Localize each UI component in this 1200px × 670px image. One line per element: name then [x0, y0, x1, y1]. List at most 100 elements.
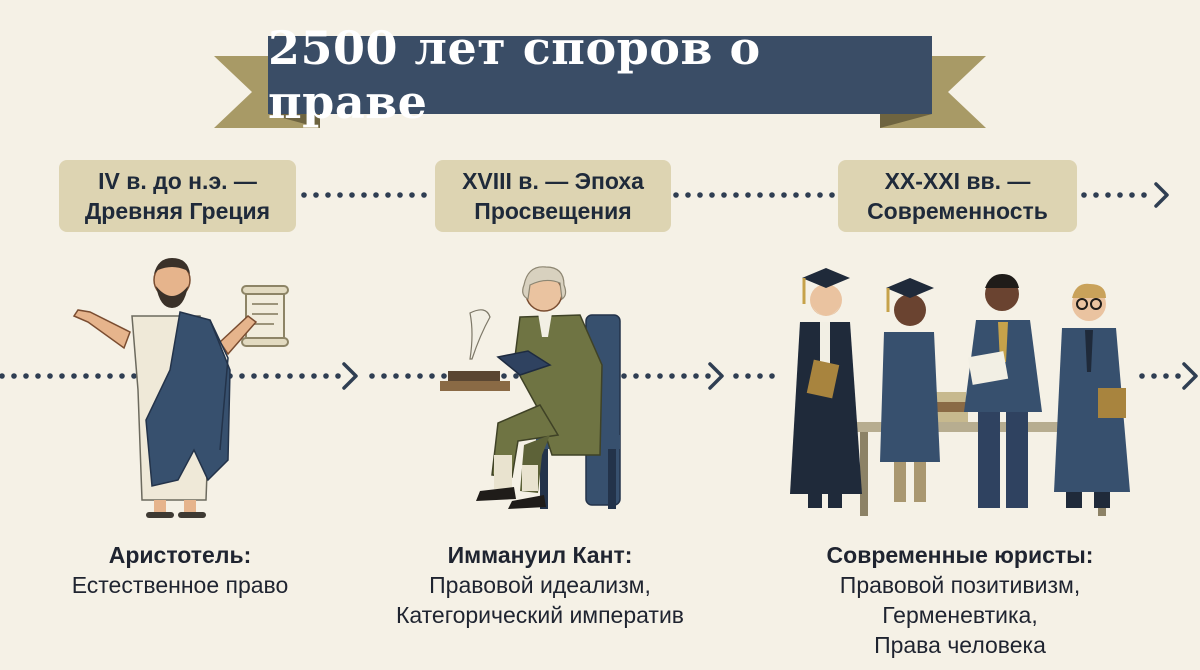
ribbon-left-fold: [268, 114, 320, 128]
timeline-dot: [397, 192, 403, 198]
figure-name: Иммануил Кант:: [447, 542, 633, 568]
figure-idea: Правовой позитивизм,: [839, 572, 1081, 598]
timeline-dot: [1163, 373, 1169, 379]
era-label-line1: IV в. до н.э. —: [98, 168, 257, 194]
timeline-dot: [805, 192, 811, 198]
timeline-dot: [11, 373, 17, 379]
timeline-dot: [323, 373, 329, 379]
figure-name: Аристотель:: [108, 542, 252, 568]
modern-jurists-illustration: [790, 268, 1130, 516]
timeline-dot: [733, 192, 739, 198]
era-label-line1: XX-XXI вв. —: [884, 168, 1031, 194]
top-dotted-line-3: [1081, 192, 1147, 198]
mid-arrow-head-3: [1182, 362, 1198, 390]
timeline-dot: [721, 192, 727, 198]
mid-dotted-line-3: [733, 373, 775, 379]
era-box-ancient-greece: IV в. до н.э. — Древняя Греция: [59, 160, 296, 232]
figure-idea: Естественное право: [71, 572, 289, 598]
timeline-dot: [313, 192, 319, 198]
graduate-figure: [880, 278, 940, 502]
timeline-dot: [769, 192, 775, 198]
timeline-dot: [781, 192, 787, 198]
top-dotted-line-2: [673, 192, 835, 198]
timeline-dot: [757, 373, 763, 379]
timeline-dot: [299, 373, 305, 379]
professor-figure: [790, 268, 862, 508]
timeline-dot: [405, 373, 411, 379]
mid-arrow-head-1: [342, 362, 358, 390]
timeline-dot: [47, 373, 53, 379]
timeline-dot: [373, 192, 379, 198]
scroll-icon: [241, 285, 289, 347]
timeline-dot: [685, 192, 691, 198]
page-title: 2500 лет споров о праве: [268, 21, 761, 129]
timeline-dot: [381, 373, 387, 379]
caption-modern-jurists: Современные юристы: Правовой позитивизм,…: [790, 540, 1130, 660]
timeline-dot: [325, 192, 331, 198]
era-label-line2: Просвещения: [474, 198, 632, 224]
timeline-dot: [23, 373, 29, 379]
timeline-dot: [745, 373, 751, 379]
caption-kant: Иммануил Кант: Правовой идеализм, Катего…: [360, 540, 720, 630]
timeline-dot: [1141, 192, 1147, 198]
timeline-dot: [757, 192, 763, 198]
timeline-dot: [1175, 373, 1181, 379]
timeline-dot: [705, 373, 711, 379]
timeline-dot: [1151, 373, 1157, 379]
timeline-dot: [1117, 192, 1123, 198]
timeline-dot: [335, 373, 341, 379]
ribbon-right-fold: [880, 114, 932, 128]
top-arrow-head: [1154, 182, 1169, 208]
timeline-dot: [681, 373, 687, 379]
aristotle-illustration: [72, 258, 289, 518]
timeline-dot: [1081, 192, 1087, 198]
timeline-dot: [1129, 192, 1135, 198]
mid-arrow-head-2: [708, 362, 724, 390]
era-box-modern: XX-XXI вв. — Современность: [838, 160, 1077, 232]
timeline-dot: [1139, 373, 1145, 379]
era-label-line2: Древняя Греция: [84, 198, 271, 224]
kant-illustration: [440, 266, 621, 509]
timeline-dot: [385, 192, 391, 198]
timeline-dot: [1105, 192, 1111, 198]
timeline-dot: [0, 373, 5, 379]
timeline-dot: [349, 192, 355, 198]
timeline-dot: [35, 373, 41, 379]
timeline-dot: [697, 192, 703, 198]
ribbon-banner: [268, 36, 932, 114]
timeline-dot: [645, 373, 651, 379]
figure-idea: Правовой идеализм,: [429, 572, 651, 598]
timeline-dot: [745, 192, 751, 198]
figure-idea: Права человека: [874, 632, 1046, 658]
timeline-dot: [337, 192, 343, 198]
timeline-dot: [769, 373, 775, 379]
timeline-dot: [733, 373, 739, 379]
timeline-dot: [1093, 192, 1099, 198]
era-box-enlightenment: XVIII в. — Эпоха Просвещения: [435, 160, 671, 232]
timeline-dot: [793, 192, 799, 198]
era-label-line2: Современность: [867, 198, 1048, 224]
timeline-dot: [673, 192, 679, 198]
title-ribbon: [214, 36, 986, 128]
caption-aristotle: Аристотель: Естественное право: [40, 540, 320, 600]
mid-dotted-line-4: [1139, 373, 1181, 379]
era-label-line1: XVIII в. — Эпоха: [462, 168, 644, 194]
timeline-dot: [301, 192, 307, 198]
timeline-dot: [311, 373, 317, 379]
timeline-dot: [361, 192, 367, 198]
timeline-dot: [693, 373, 699, 379]
top-dotted-line-1: [301, 192, 427, 198]
timeline-dot: [709, 192, 715, 198]
timeline-dot: [393, 373, 399, 379]
timeline-dot: [409, 192, 415, 198]
young-lawyer-figure: [1054, 283, 1130, 508]
timeline-dot: [829, 192, 835, 198]
timeline-dot: [657, 373, 663, 379]
timeline-dot: [817, 192, 823, 198]
figure-idea: Категорический императив: [395, 602, 685, 628]
figure-idea: Герменевтика,: [882, 602, 1038, 628]
timeline-dot: [421, 192, 427, 198]
timeline-dot: [369, 373, 375, 379]
figure-name: Современные юристы:: [826, 542, 1094, 568]
timeline-dot: [669, 373, 675, 379]
